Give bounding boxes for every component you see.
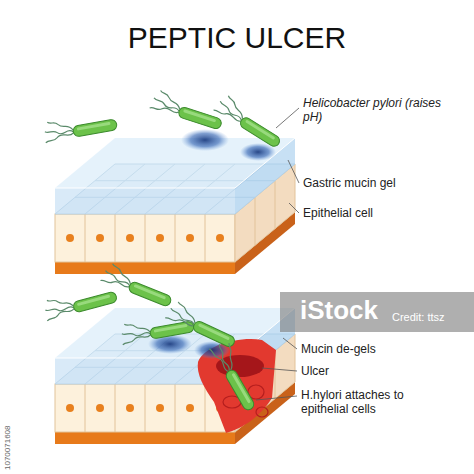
diagram-title: PEPTIC ULCER bbox=[0, 20, 474, 56]
part-label: Ulcer bbox=[301, 364, 329, 378]
image-id: 1070071608 bbox=[3, 426, 13, 471]
part-label: H.hylori attaches to epithelial cells bbox=[301, 388, 419, 417]
part-label: Mucin de-gels bbox=[301, 342, 376, 356]
part-label: Epithelial cell bbox=[303, 206, 373, 220]
watermark: iStock bbox=[300, 295, 378, 326]
part-label: Gastric mucin gel bbox=[303, 176, 396, 190]
bacterium-label: Helicobacter pylori (raises pH) bbox=[303, 96, 453, 125]
watermark-credit: Credit: ttsz bbox=[392, 311, 445, 324]
